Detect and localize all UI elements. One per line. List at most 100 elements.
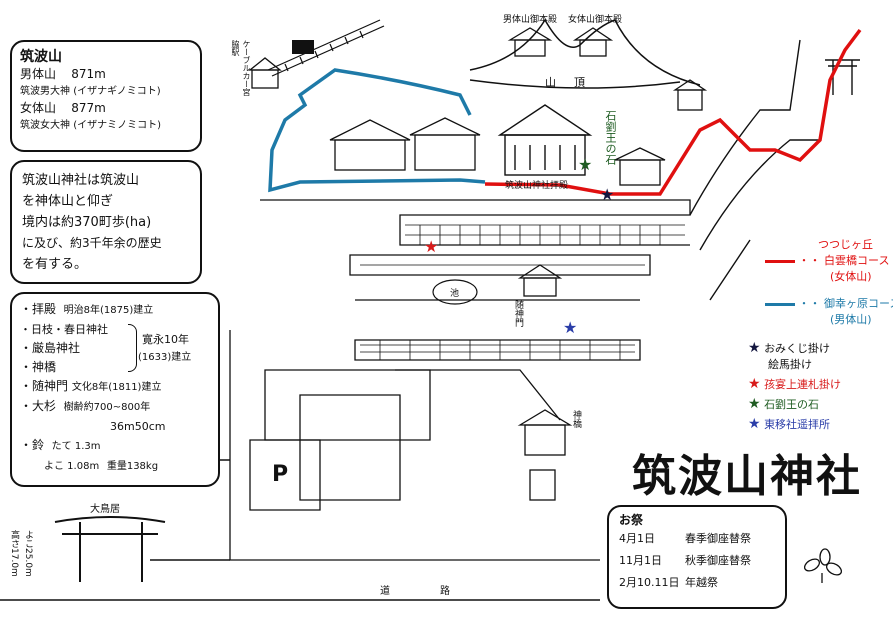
nyotai-summit-label: 女体山御本殿 [568, 15, 623, 25]
nantai-summit-shrine [507, 27, 553, 57]
stone-star-marker: ★ [578, 155, 593, 174]
legend-renraku-label: 孩宴上連札掛け [764, 378, 842, 391]
haiden-label: 筑波山神社拝殿 [505, 181, 569, 191]
otorii-label: 大鳥居 [90, 504, 120, 515]
suzu-row-2: よこ 1.08m 重量138kg [20, 456, 210, 476]
red-course-dots: ・・ [798, 254, 821, 267]
pond [432, 279, 478, 305]
nyotai-name: 女体山 [20, 101, 57, 115]
nyotai-deity-row: 筑波女大神 (イザナミノミコト) [20, 117, 192, 134]
mountain-info-box: 筑波山 男体山 871m 筑波男大神 (イザナギノミコト) 女体山 877m 筑… [10, 40, 202, 152]
legend-yohaisho: ★ 東移社遥拝所 [748, 416, 830, 432]
intro-line-3: 境内は約370町歩(ha) [22, 215, 152, 230]
legend-ema: 絵馬掛け [768, 358, 812, 371]
osugi-size: 36m50cm [110, 420, 166, 433]
red-course-swatch [765, 259, 795, 263]
legend-yohaisho-label: 東移社遥拝所 [764, 418, 831, 431]
nantai-summit-label: 男体山御本殿 [503, 15, 558, 25]
kanei-year: (1633)建立 [138, 352, 192, 363]
festival-header: お祭 [619, 513, 644, 527]
road-label: 道 [380, 586, 390, 597]
otorii [54, 516, 166, 582]
shinkyo-name: ・神橋 [20, 360, 57, 374]
tsukuba-flower-icon [803, 548, 843, 583]
nyotai-deity: 筑波女大神 [20, 120, 70, 131]
summit-ridge [469, 79, 681, 89]
right-shrine-buildings [614, 79, 708, 186]
nyotai-deity-alias: (イザナミノミコト) [73, 120, 161, 131]
blue-course-label: 御幸ヶ原コース [824, 297, 893, 310]
legend-omikuji-label: おみくじ掛け [764, 342, 831, 355]
zuishin-row: ・随神門 文化8年(1811)建立 [20, 377, 210, 397]
otorii-height: 高さ17.0m [9, 530, 19, 577]
kanei-label: 寛永10年 [142, 333, 189, 346]
renraku-star-marker: ★ [424, 237, 439, 256]
parking-label: P [272, 462, 289, 487]
stone-wall-hatching [360, 224, 685, 360]
parking-lot [249, 439, 321, 511]
festival-date: 2月10.11日 [619, 576, 680, 589]
nantai-height: 871m [71, 67, 106, 81]
mountain-box-header: 筑波山 [20, 49, 62, 65]
road-label-2: 路 [440, 586, 450, 597]
festival-date: 11月1日 [619, 554, 662, 567]
star-navy-icon: ★ [748, 340, 761, 356]
legend-omikuji: ★ おみくじ掛け [748, 340, 830, 356]
map-title: 筑波山神社 [632, 451, 862, 502]
osugi-age: 樹齢約700~800年 [63, 402, 151, 413]
legend-renraku: ★ 孩宴上連札掛け [748, 376, 841, 392]
omikuji-star-marker: ★ [600, 185, 615, 204]
kanei-group: ・日枝・春日神社 ・厳島神社 ・神橋 寛永10年 (1633)建立 [20, 320, 210, 377]
legend-blue-course: ・・ 御幸ヶ原コース [765, 295, 893, 311]
nantai-name: 男体山 [20, 67, 57, 81]
star-blue-icon: ★ [748, 416, 761, 432]
right-torii [825, 59, 860, 95]
osugi-name: ・大杉 [20, 399, 57, 413]
haiden-name: ・拝殿 [20, 302, 57, 316]
blue-course-swatch [765, 302, 795, 306]
festival-row: 4月1日 春季御座替祭 [619, 528, 775, 550]
haiden-date: 明治8年(1875)建立 [63, 305, 154, 316]
otorii-width: よこ25.0m [23, 530, 33, 577]
suzu-weight: 重量138kg [106, 461, 159, 472]
intro-line-4: に及び、約3千年余の歴史 [22, 236, 162, 250]
star-green-icon: ★ [748, 396, 761, 412]
nantai-deity-alias: (イザナギノミコト) [73, 86, 161, 97]
zuishin-gate [517, 264, 563, 297]
red-course-path [484, 28, 862, 196]
blue-course-dots: ・・ [798, 297, 821, 310]
pond-label: 池 [450, 289, 460, 299]
haiden-row: ・拝殿 明治8年(1875)建立 [20, 300, 210, 320]
osugi-row: ・大杉 樹齢約700~800年 [20, 397, 210, 417]
intro-line-2: を神体山と仰ぎ [22, 194, 114, 209]
red-course-label: 白雲橋コース [824, 254, 890, 267]
kanei-bracket [128, 324, 137, 372]
festival-row: 11月1日 秋季御座替祭 [619, 550, 775, 572]
legend-stone-label: 石劉王の石 [764, 398, 820, 411]
festival-name: 春季御座替祭 [685, 532, 751, 545]
nantai-row: 男体山 871m [20, 66, 192, 83]
legend-red-sub: (女体山) [830, 270, 872, 283]
festival-date: 4月1日 [619, 532, 655, 545]
cable-station-label: ケーブルカー宮脇駅 [231, 40, 251, 96]
festival-name: 秋季御座替祭 [685, 554, 751, 567]
blue-course-path [268, 68, 486, 193]
festival-box: お祭 4月1日春季御座替祭 11月1日秋季御座替祭 2月10.11日年越祭 [607, 505, 787, 609]
intro-line-1: 筑波山神社は筑波山 [22, 173, 140, 188]
nyotai-row: 女体山 877m [20, 100, 192, 117]
haiden-building [497, 104, 593, 176]
yohaisho-star-marker: ★ [563, 318, 578, 337]
suzu-row: ・鈴 たて 1.3m [20, 436, 210, 456]
nantai-deity-row: 筑波男大神 (イザナギノミコト) [20, 83, 192, 100]
zuishin-date: 文化8年(1811)建立 [71, 382, 162, 393]
intro-line-5: を有する。 [22, 257, 88, 272]
nyotai-summit-shrine [572, 27, 614, 57]
shamusho-building [329, 117, 481, 171]
legend-stone: ★ 石劉王の石 [748, 396, 819, 412]
shinkyo-bridge [517, 409, 573, 501]
zuishinmon-label: 随神門 [513, 300, 523, 327]
hie-name: ・日枝・春日神社 [20, 323, 108, 336]
suzu-yoko: よこ 1.08m [44, 461, 100, 472]
stone-label: 石劉王の石 [604, 110, 617, 165]
summit-label: 山頂 [545, 76, 603, 89]
